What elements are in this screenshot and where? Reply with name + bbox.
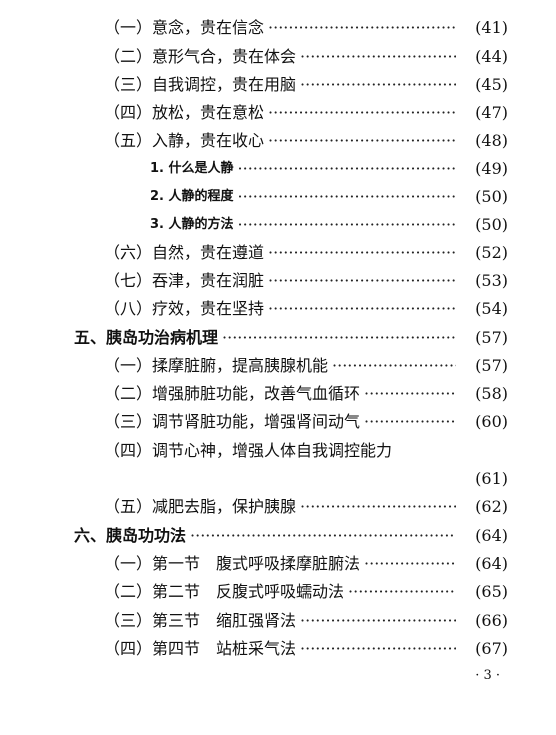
toc-entry-label: （一）第一节 腹式呼吸揉摩脏腑法 <box>104 554 361 573</box>
toc-entry-label: （三）调节肾脏功能，增强肾间动气 <box>104 412 361 431</box>
toc-chapter-row: 六、胰岛功功法 (64) ·····························… <box>0 523 556 549</box>
toc-page-number: (64) <box>475 554 508 573</box>
toc-page-number: (58) <box>475 384 508 403</box>
toc-item-row: （一）揉摩脏腑，提高胰腺机能 (57) ······················… <box>0 353 556 379</box>
toc-leader-dots: ········································… <box>237 159 456 178</box>
toc-leader-dots: ········································… <box>268 299 456 318</box>
page-number: · 3 · <box>475 668 500 683</box>
toc-item-row: （四）放松，贵在意松 (47) ··························… <box>0 100 556 126</box>
toc-entry-label: （一）揉摩脏腑，提高胰腺机能 <box>104 356 329 375</box>
toc-leader-dots: ········································… <box>268 271 456 290</box>
toc-item-row: (61) <box>0 466 556 492</box>
toc-subitem-row: 3. 人静的方法 (50) ····························… <box>0 212 556 238</box>
toc-subitem-row: 2. 人静的程度 (50) ····························… <box>0 184 556 210</box>
toc-leader-dots: ········································… <box>300 497 456 516</box>
toc-page-number: (44) <box>475 47 508 66</box>
toc-entry-label: （六）自然，贵在遵道 <box>104 243 265 262</box>
toc-leader-dots: ········································… <box>268 243 456 262</box>
toc-item-row: （七）吞津，贵在润脏 (53) ··························… <box>0 268 556 294</box>
toc-page-number: (57) <box>475 356 508 375</box>
toc-leader-dots: ········································… <box>364 412 456 431</box>
toc-item-row: （二）第二节 反腹式呼吸蠕动法 (65) ·····················… <box>0 579 556 605</box>
toc-item-row: （三）调节肾脏功能，增强肾间动气 (60) ····················… <box>0 409 556 435</box>
toc-entry-label: （四）调节心神，增强人体自我调控能力 <box>104 441 393 460</box>
toc-item-row: （八）疗效，贵在坚持 (54) ··························… <box>0 296 556 322</box>
toc-page-number: (66) <box>475 611 508 630</box>
toc-entry-label: （二）意形气合，贵在体会 <box>104 47 297 66</box>
toc-entry-label: 五、胰岛功治病机理 <box>74 328 219 347</box>
toc-leader-dots: ········································… <box>300 639 456 658</box>
toc-page-number: (50) <box>475 215 508 234</box>
toc-entry-label: （三）第三节 缩肛强肾法 <box>104 611 297 630</box>
toc-entry-label: （二）第二节 反腹式呼吸蠕动法 <box>104 582 345 601</box>
toc-leader-dots: ········································… <box>268 18 456 37</box>
toc-entry-label: （四）放松，贵在意松 <box>104 103 265 122</box>
toc-subitem-row: 1. 什么是人静 (49) ····························… <box>0 156 556 182</box>
toc-leader-dots: ········································… <box>190 526 456 545</box>
toc-page-number: (67) <box>475 639 508 658</box>
toc-item-row: （二）意形气合，贵在体会 (44) ························… <box>0 44 556 70</box>
toc-leader-dots: ········································… <box>364 554 456 573</box>
toc-leader-dots: ········································… <box>348 582 456 601</box>
toc-page-number: (65) <box>475 582 508 601</box>
toc-entry-label: （二）增强肺脏功能，改善气血循环 <box>104 384 361 403</box>
toc-page-number: (64) <box>475 526 508 545</box>
toc-entry-label: 六、胰岛功功法 <box>74 526 187 545</box>
toc-leader-dots: ········································… <box>237 215 456 234</box>
toc-entry-label: （七）吞津，贵在润脏 <box>104 271 265 290</box>
toc-entry-label: 3. 人静的方法 <box>150 217 234 232</box>
toc-entry-label: （一）意念，贵在信念 <box>104 18 265 37</box>
toc-entry-label: （三）自我调控，贵在用脑 <box>104 75 297 94</box>
toc-entry-label: （四）第四节 站桩采气法 <box>104 639 297 658</box>
toc-leader-dots: ········································… <box>268 103 456 122</box>
toc-item-row: （一）第一节 腹式呼吸揉摩脏腑法 (64) ····················… <box>0 551 556 577</box>
toc-entry-label: 1. 什么是人静 <box>150 161 234 176</box>
toc-item-row: （三）自我调控，贵在用脑 (45) ························… <box>0 72 556 98</box>
toc-page-number: (50) <box>475 187 508 206</box>
toc-page-number: (61) <box>475 469 508 488</box>
toc-item-row: （三）第三节 缩肛强肾法 (66) ························… <box>0 608 556 634</box>
toc-entry-label: （八）疗效，贵在坚持 <box>104 299 265 318</box>
toc-item-row: （四）调节心神，增强人体自我调控能力 <box>0 438 556 464</box>
toc-item-row: （二）增强肺脏功能，改善气血循环 (58) ····················… <box>0 381 556 407</box>
toc-page-number: (57) <box>475 328 508 347</box>
toc-leader-dots: ········································… <box>332 356 456 375</box>
toc-leader-dots: ········································… <box>268 131 456 150</box>
toc-page-number: (60) <box>475 412 508 431</box>
toc-entry-label: （五）减肥去脂，保护胰腺 <box>104 497 297 516</box>
toc-item-row: （四）第四节 站桩采气法 (67) ························… <box>0 636 556 662</box>
toc-item-row: （五）减肥去脂，保护胰腺 (62) ························… <box>0 494 556 520</box>
toc-page-number: (47) <box>475 103 508 122</box>
toc-chapter-row: 五、胰岛功治病机理 (57) ···························… <box>0 325 556 351</box>
toc-page-number: (45) <box>475 75 508 94</box>
toc-page-number: (49) <box>475 159 508 178</box>
toc-page-number: (62) <box>475 497 508 516</box>
toc-item-row: （五）入静，贵在收心 (48) ··························… <box>0 128 556 154</box>
toc-leader-dots: ········································… <box>300 47 456 66</box>
toc-page-number: (53) <box>475 271 508 290</box>
toc-leader-dots: ········································… <box>364 384 456 403</box>
toc-leader-dots: ········································… <box>300 611 456 630</box>
toc-page-number: (52) <box>475 243 508 262</box>
toc-page-number: (41) <box>475 18 508 37</box>
toc-item-row: （六）自然，贵在遵道 (52) ··························… <box>0 240 556 266</box>
toc-entry-label: （五）入静，贵在收心 <box>104 131 265 150</box>
toc-page-number: (48) <box>475 131 508 150</box>
toc-leader-dots: ········································… <box>222 328 456 347</box>
toc-item-row: （一）意念，贵在信念 (41) ··························… <box>0 15 556 41</box>
toc-leader-dots: ········································… <box>237 187 456 206</box>
toc-entry-label: 2. 人静的程度 <box>150 189 234 204</box>
toc-page-number: (54) <box>475 299 508 318</box>
toc-leader-dots: ········································… <box>300 75 456 94</box>
